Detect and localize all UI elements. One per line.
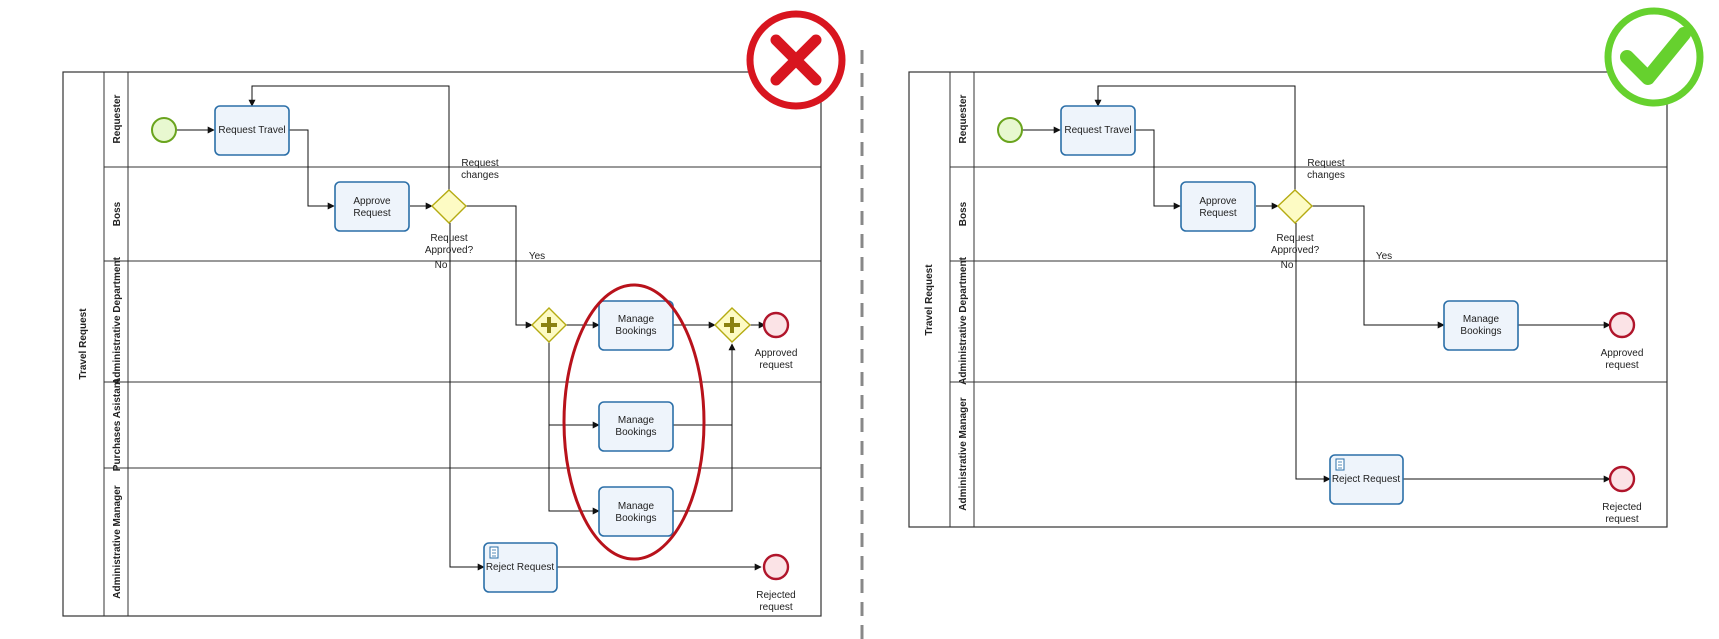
left-lane-boss: Boss [112,201,123,226]
left-task-manage-3-label-2: Bookings [615,513,656,524]
left-parallel-gateway-join [714,307,752,343]
right-start-event [997,117,1023,143]
right-task-request-travel-label: Request Travel [1064,125,1131,136]
left-task-manage-2-label-1: Manage [618,415,655,426]
left-end-event-approved [762,311,790,339]
right-task-manage-label-1: Manage [1463,314,1500,325]
left-task-manage-3-label-1: Manage [618,501,655,512]
right-task-manage-bookings [1443,300,1519,351]
left-task-reject-request [483,542,558,593]
right-task-approve-label-2: Request [1199,208,1236,219]
left-task-approve-label-1: Approve [353,196,391,207]
right-gateway-label-2: Approved? [1271,245,1320,256]
left-label-no: No [435,260,448,271]
right-label-request-changes-1: Request [1307,158,1344,169]
right-script-icon [1335,458,1345,471]
check-mark-icon [1604,7,1704,107]
left-end-event-rejected [762,553,790,581]
right-task-request-travel [1060,105,1136,156]
left-task-manage-bookings-3 [598,486,674,537]
left-diagram: Travel Request Requester Boss Administra… [62,71,822,617]
right-label-request-changes-2: changes [1307,170,1345,181]
right-label-yes: Yes [1376,251,1392,262]
left-task-manage-2-label-2: Bookings [615,427,656,438]
right-lane-requester: Requester [958,94,969,143]
left-task-approve-request [334,181,410,232]
left-lane-admin-dept: Administrative Department [112,256,123,384]
left-task-approve-label-2: Request [353,208,390,219]
right-task-approve-label-1: Approve [1199,196,1237,207]
left-task-manage-bookings-1 [598,300,674,351]
highlight-ellipse [562,283,706,561]
right-lane-admin-manager: Administrative Manager [958,397,969,510]
right-label-no: No [1281,260,1294,271]
right-task-reject-label: Reject Request [1332,474,1401,485]
right-end-event-rejected [1608,465,1636,493]
left-gateway-label-2: Approved? [425,245,474,256]
left-start-event [151,117,177,143]
left-lane-purchases: Purchases Asistant [112,378,123,471]
left-label-request-changes-2: changes [461,170,499,181]
x-mark-icon [746,10,846,110]
left-parallel-gateway-split [531,307,567,343]
right-pool-label: Travel Request [924,264,935,336]
left-end-rejected-label-1: Rejected [756,590,795,601]
right-task-manage-label-2: Bookings [1460,326,1501,337]
left-pool [62,71,822,617]
left-task-reject-label: Reject Request [486,562,555,573]
left-label-request-changes-1: Request [461,158,498,169]
right-task-approve-request [1180,181,1256,232]
left-task-manage-bookings-2 [598,401,674,452]
left-task-request-travel-label: Request Travel [218,125,285,136]
right-gateway-label-1: Request [1276,233,1313,244]
right-end-event-approved [1608,311,1636,339]
right-task-reject-request [1329,454,1404,505]
right-lane-boss: Boss [958,201,969,226]
right-end-approved-label-2: request [1605,360,1639,371]
left-label-yes: Yes [529,251,545,262]
left-task-manage-1-label-1: Manage [618,314,655,325]
right-end-approved-label-1: Approved [1601,348,1644,359]
left-pool-label: Travel Request [78,308,89,380]
right-exclusive-gateway [1276,189,1314,224]
right-pool [908,71,1668,528]
right-diagram: Travel Request Requester Boss Administra… [908,71,1668,528]
left-task-manage-1-label-2: Bookings [615,326,656,337]
left-end-approved-label-1: Approved [755,348,798,359]
left-exclusive-gateway [430,189,468,224]
left-end-rejected-label-2: request [759,602,793,613]
right-lane-admin-dept: Administrative Department [958,256,969,384]
left-end-approved-label-2: request [759,360,793,371]
left-lane-admin-manager: Administrative Manager [112,485,123,598]
right-end-rejected-label-2: request [1605,514,1639,525]
right-end-rejected-label-1: Rejected [1602,502,1641,513]
left-task-request-travel [214,105,290,156]
left-script-icon [489,546,499,559]
left-lane-requester: Requester [112,94,123,143]
left-gateway-label-1: Request [430,233,467,244]
